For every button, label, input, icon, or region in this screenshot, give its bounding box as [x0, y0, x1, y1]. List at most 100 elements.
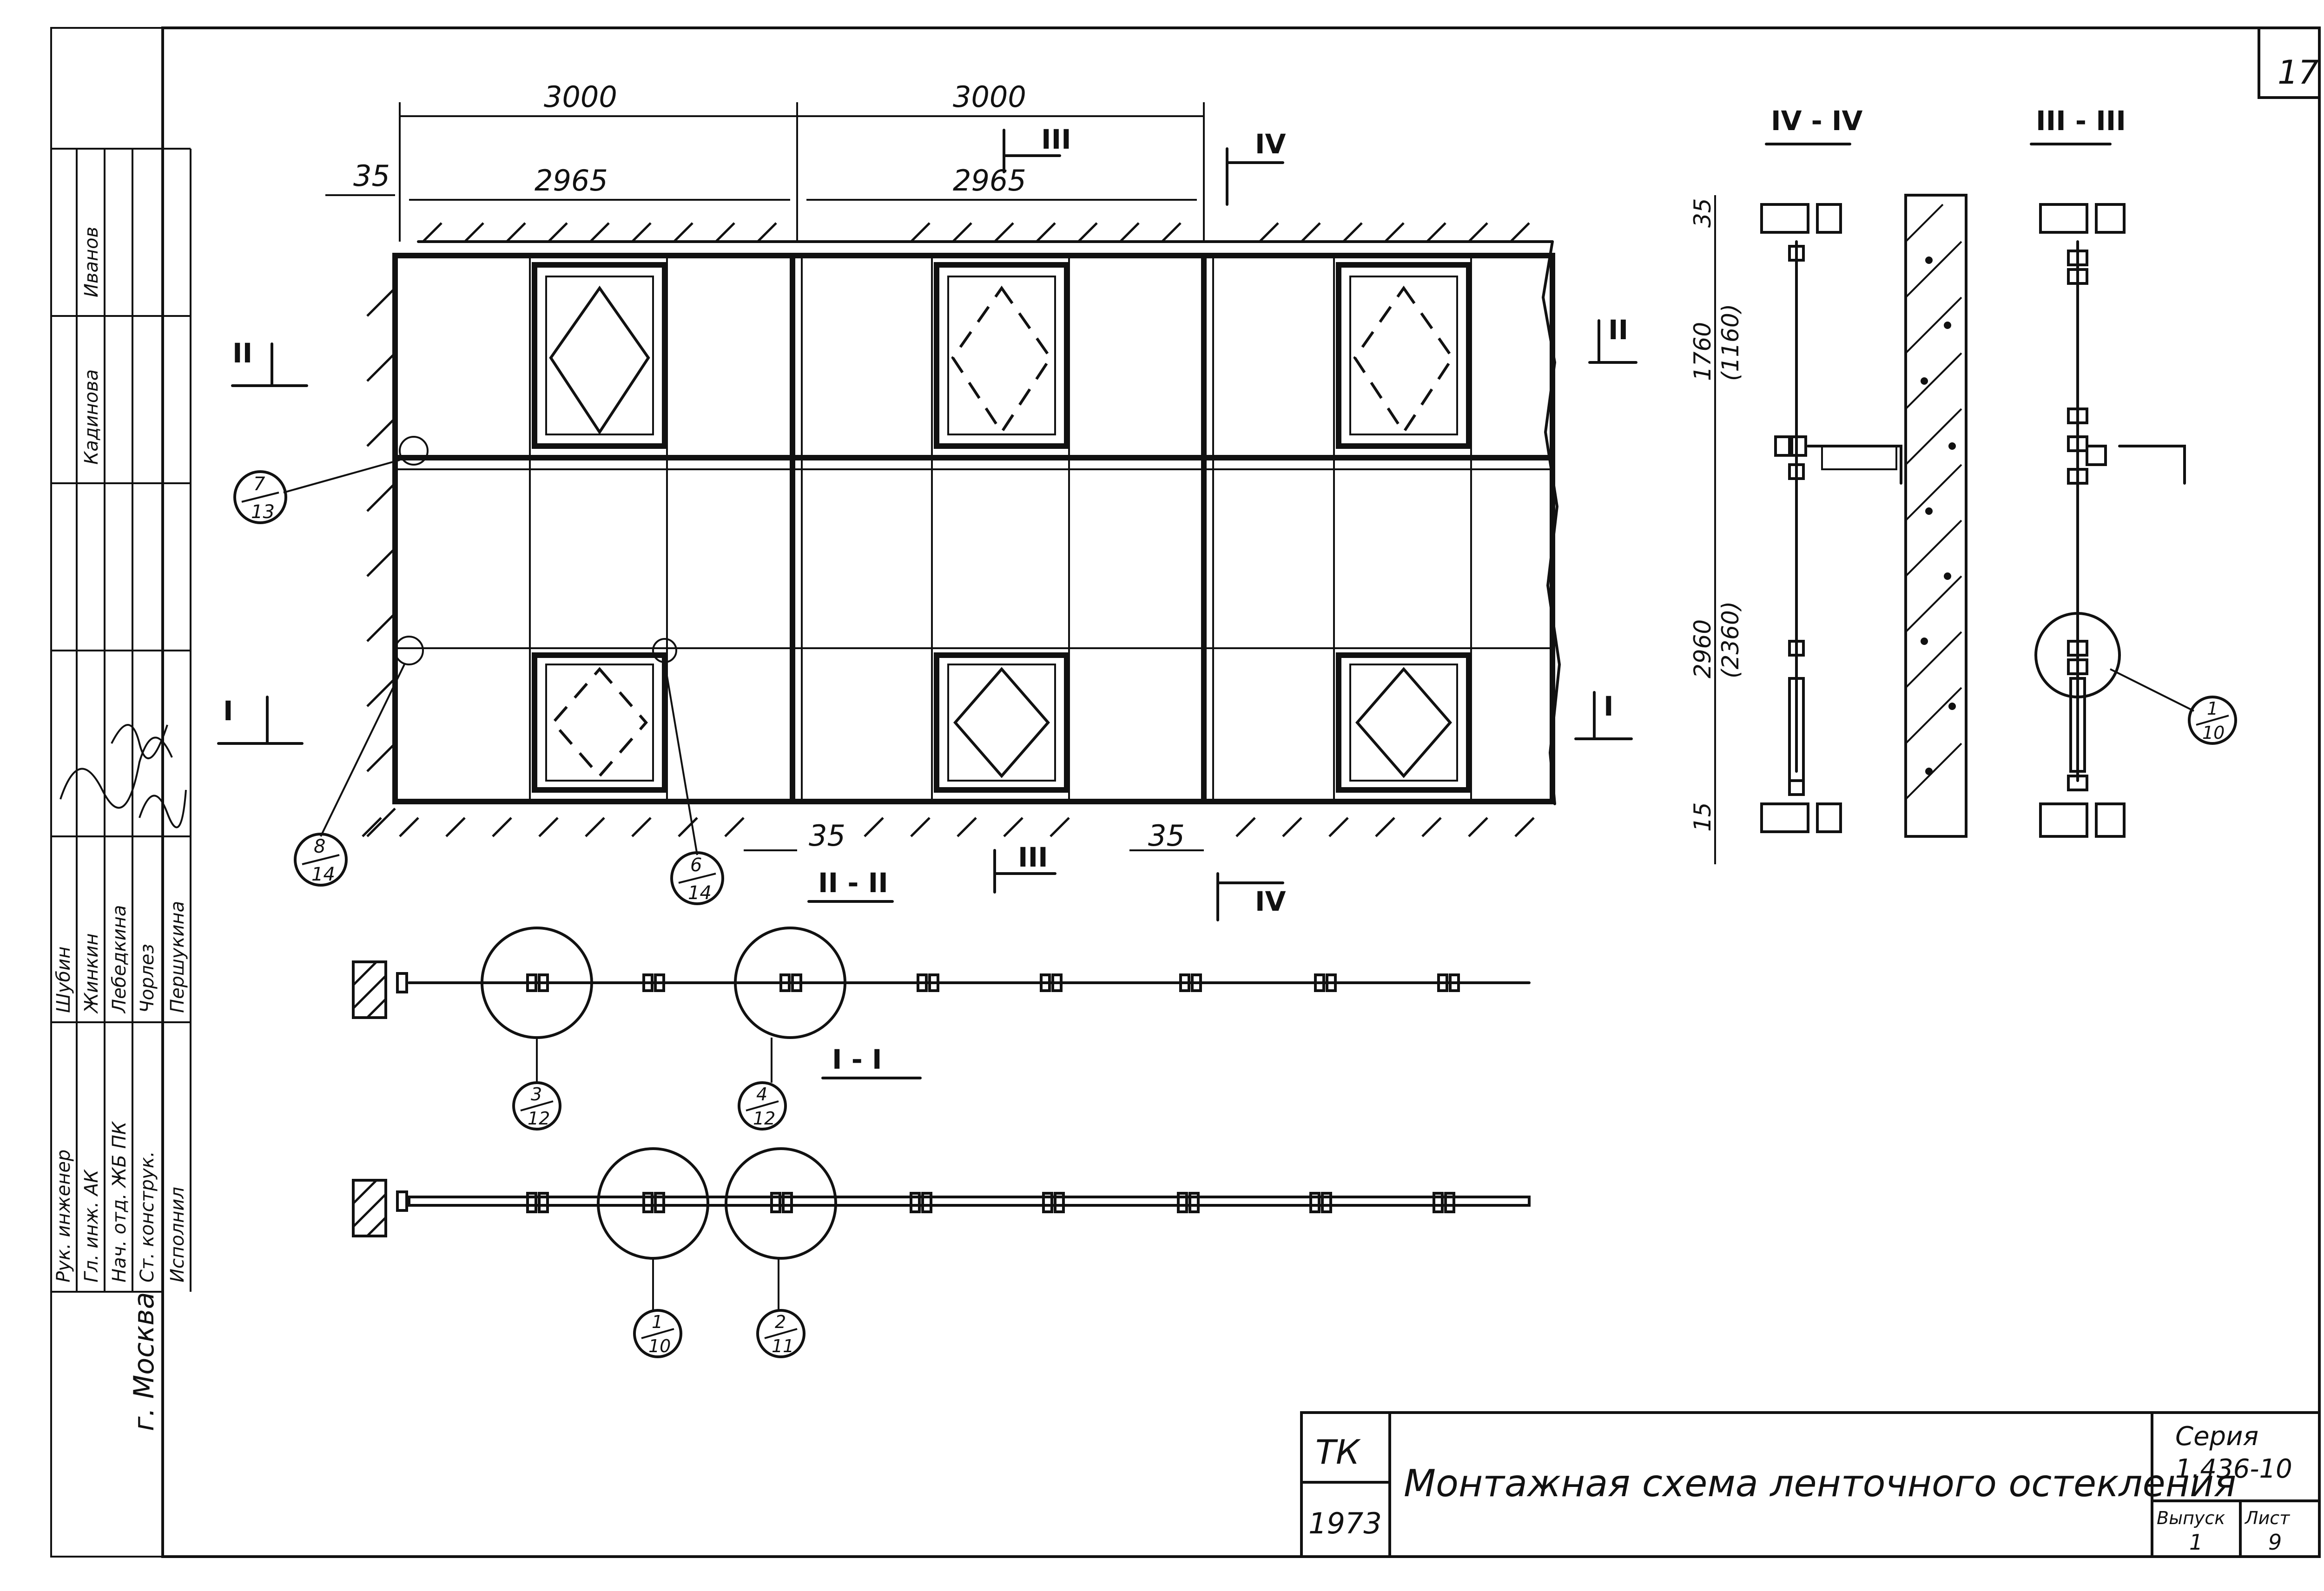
- svg-text:10: 10: [648, 1336, 671, 1356]
- stamp-role-3: Нач. отд. ЖБ ПК: [109, 1121, 130, 1282]
- page-number-box: 17: [2258, 26, 2321, 99]
- svg-text:(1160): (1160): [1717, 304, 1744, 381]
- svg-text:I: I: [223, 695, 233, 727]
- callout-3-12: 3 12: [512, 1081, 561, 1131]
- stamp-role-4: Ст. конструк.: [137, 1151, 158, 1282]
- svg-text:15: 15: [1689, 802, 1716, 832]
- title-block: ТК 1973 Монтажная схема ленточного остек…: [1300, 1411, 2321, 1558]
- svg-text:II: II: [232, 337, 252, 369]
- svg-text:1760: 1760: [1689, 322, 1716, 381]
- page-number: 17: [2278, 53, 2319, 92]
- section-I-I: 3 12 4 12 I - I: [352, 927, 1531, 1131]
- section-label-IV-IV: IV - IV: [1771, 105, 1863, 137]
- stamp-name-2: Жинкин: [81, 933, 102, 1014]
- stamp-role-5: Исполнил: [167, 1187, 188, 1282]
- sheet-label: Лист: [2244, 1508, 2291, 1528]
- section-mark-IV-top: IV: [1226, 128, 1286, 206]
- section-mark-III-top: III: [1003, 124, 1071, 173]
- svg-text:12: 12: [528, 1108, 550, 1129]
- svg-text:1: 1: [2207, 698, 2218, 719]
- elevation-view: 3000 3000 2965 2965 35 35 35 II II I: [217, 80, 1637, 921]
- dim-35-bottom-b: 35: [1148, 819, 1185, 853]
- svg-text:6: 6: [690, 855, 702, 876]
- stamp-name-4: Чорлез: [137, 944, 158, 1013]
- vent-window: [532, 652, 667, 793]
- concrete-wall: [1904, 194, 1967, 838]
- callout-2-11: 2 11: [756, 1309, 805, 1358]
- callout-7-13: 7 13: [233, 470, 287, 524]
- svg-text:13: 13: [251, 501, 275, 523]
- svg-text:10: 10: [2202, 723, 2225, 743]
- stamp-role-1: Рук. инженер: [53, 1150, 74, 1282]
- vent-window: [532, 262, 667, 449]
- dim-2965-a: 2965: [535, 164, 608, 197]
- svg-text:2960: 2960: [1689, 619, 1716, 678]
- signature-scribble: [139, 789, 187, 828]
- section-mark-II-left: II: [231, 337, 308, 387]
- section-mark-III-bottom: III: [993, 842, 1056, 894]
- stamp-city: г. Москва: [128, 1292, 160, 1431]
- stamp-name-5: Першукина: [167, 901, 188, 1013]
- stamp-name-3: Лебедкина: [109, 905, 130, 1014]
- svg-text:IV: IV: [1255, 128, 1286, 160]
- svg-text:2: 2: [775, 1312, 786, 1332]
- svg-text:35: 35: [1689, 198, 1716, 228]
- svg-text:8: 8: [314, 836, 325, 857]
- stamp-name-1: Шубин: [53, 947, 74, 1013]
- svg-text:14: 14: [688, 882, 712, 904]
- sheet-value: 9: [2268, 1530, 2282, 1555]
- svg-text:I: I: [1604, 690, 1614, 722]
- svg-text:3: 3: [531, 1084, 542, 1104]
- callout-8-14: 8 14: [294, 833, 348, 887]
- glazing-frame: [392, 253, 1555, 804]
- vent-window: [1336, 262, 1472, 449]
- side-stamp: Рук. инженер Гл. инж. АК Нач. отд. ЖБ ПК…: [51, 148, 191, 1431]
- stamp-extra-1: Кадинова: [81, 369, 102, 465]
- dim-3000-b: 3000: [953, 80, 1026, 114]
- section-label-III-III: III - III: [2036, 105, 2126, 137]
- vent-window: [934, 262, 1070, 449]
- svg-text:(2360): (2360): [1717, 601, 1744, 678]
- vent-window: [1336, 652, 1472, 793]
- svg-text:4: 4: [756, 1084, 767, 1104]
- signature-scribble: [59, 736, 173, 809]
- callout-6-14: 6 14: [670, 851, 724, 905]
- svg-text:14: 14: [311, 864, 335, 885]
- stamp-role-2: Гл. инж. АК: [81, 1169, 102, 1282]
- section-label-II-II: II - II: [818, 867, 888, 899]
- section-lower-strip: 1 10 2 11: [352, 1147, 1531, 1358]
- vent-window: [934, 652, 1070, 793]
- svg-text:7: 7: [253, 473, 265, 495]
- section-label-I-I: I - I: [832, 1044, 882, 1075]
- svg-text:11: 11: [772, 1336, 794, 1356]
- issue-label: Выпуск: [2157, 1508, 2225, 1528]
- series-value: 1.436-10: [2175, 1454, 2292, 1484]
- svg-text:III: III: [1041, 124, 1071, 155]
- dim-3000-a: 3000: [544, 80, 617, 114]
- section-mark-I-left: I: [217, 695, 304, 745]
- title-year: 1973: [1308, 1506, 1382, 1540]
- drawing-title: Монтажная схема ленточного остекления: [1404, 1462, 2236, 1505]
- section-III-III: III - III 1 10: [2030, 105, 2237, 838]
- dim-35-left: 35: [353, 159, 390, 193]
- svg-text:IV: IV: [1255, 886, 1286, 917]
- section-mark-IV-bottom: IV: [1216, 872, 1286, 921]
- callout-4-12: 4 12: [738, 1081, 787, 1131]
- svg-text:12: 12: [753, 1108, 775, 1129]
- svg-text:II: II: [1608, 314, 1628, 346]
- series-label: Серия: [2175, 1421, 2258, 1452]
- svg-text:III: III: [1018, 842, 1048, 873]
- title-org-code: ТК: [1315, 1433, 1361, 1472]
- callout-1-10-right: 1 10: [2188, 696, 2237, 745]
- svg-text:1: 1: [652, 1312, 663, 1332]
- issue-value: 1: [2189, 1530, 2203, 1555]
- section-mark-I-right: I: [1574, 690, 1633, 740]
- callout-1-10: 1 10: [633, 1309, 682, 1358]
- section-mark-II-right: II: [1588, 314, 1637, 364]
- section-IV-IV: IV - IV 35: [1689, 105, 1967, 864]
- dim-35-bottom-a: 35: [809, 819, 845, 853]
- dim-2965-b: 2965: [953, 164, 1026, 197]
- stamp-extra-2: Иванов: [81, 227, 102, 297]
- signature-scribble: [111, 724, 168, 759]
